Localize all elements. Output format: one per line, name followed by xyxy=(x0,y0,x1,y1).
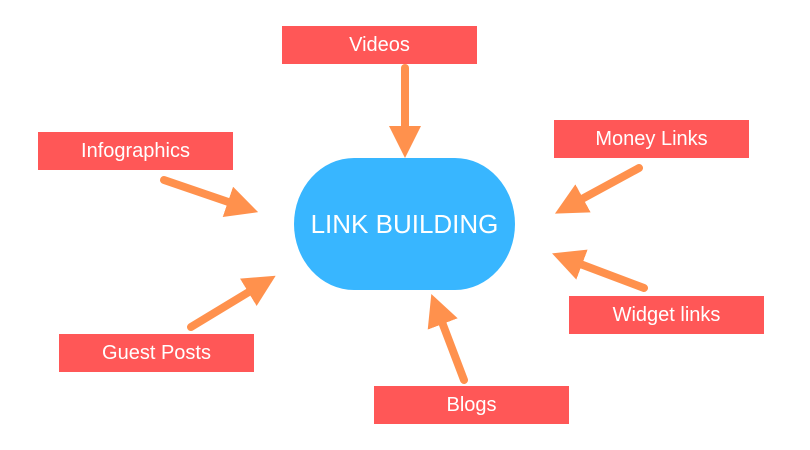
arrow-money-links xyxy=(554,164,643,214)
link-building-node: LINK BUILDING xyxy=(294,158,515,290)
infographics-node: Infographics xyxy=(38,132,233,170)
widget-links-node: Widget links xyxy=(569,296,764,334)
arrow-guest-posts xyxy=(187,275,276,331)
money-links-node: Money Links xyxy=(554,120,749,158)
arrow-infographics xyxy=(160,176,259,217)
arrow-widget-links xyxy=(552,249,648,292)
arrow-blogs xyxy=(427,294,468,384)
guest-posts-node: Guest Posts xyxy=(59,334,254,372)
blogs-node: Blogs xyxy=(374,386,569,424)
videos-node: Videos xyxy=(282,26,477,64)
